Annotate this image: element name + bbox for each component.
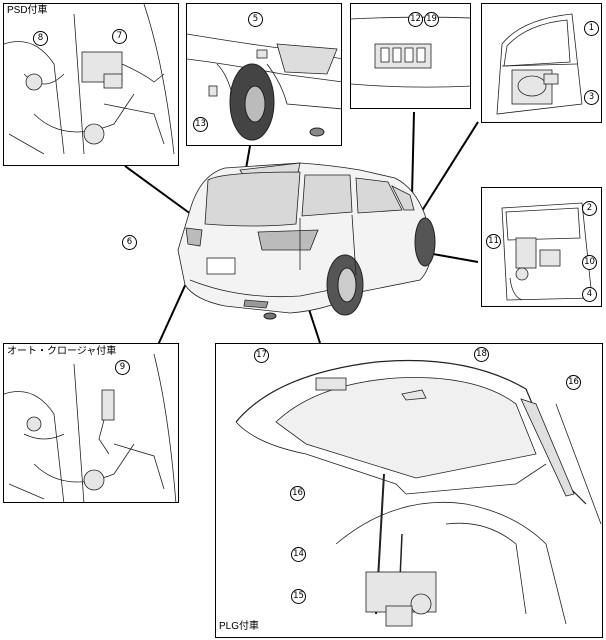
callout-14: 14 bbox=[291, 547, 306, 562]
callout-16-left: 16 bbox=[290, 486, 305, 501]
callout-12: 12 bbox=[408, 12, 423, 27]
panel-rear-switch bbox=[350, 3, 471, 109]
callout-2: 2 bbox=[582, 201, 597, 216]
callout-16-right: 16 bbox=[566, 375, 581, 390]
caption-plg: PLG付車 bbox=[218, 621, 261, 632]
panel-auto-closer bbox=[3, 343, 179, 503]
callout-8: 8 bbox=[33, 31, 48, 46]
callout-7: 7 bbox=[112, 29, 127, 44]
caption-psd: PSD付車 bbox=[6, 5, 49, 16]
callout-5: 5 bbox=[248, 12, 263, 27]
callout-15: 15 bbox=[291, 589, 306, 604]
callout-9: 9 bbox=[115, 360, 130, 375]
caption-auto-closer: オート・クロージャ付車 bbox=[6, 346, 118, 357]
callout-18: 18 bbox=[474, 347, 489, 362]
callout-6: 6 bbox=[122, 235, 137, 250]
auto-closer-drawing bbox=[4, 353, 177, 502]
callout-13: 13 bbox=[193, 117, 208, 132]
rear-quarter-drawing bbox=[187, 33, 341, 141]
rear-switch-drawing bbox=[351, 16, 470, 88]
callout-11: 11 bbox=[486, 234, 501, 249]
panel-plg bbox=[215, 343, 603, 638]
callout-3: 3 bbox=[584, 90, 599, 105]
plg-detail-drawing bbox=[235, 359, 602, 627]
callout-10: 10 bbox=[582, 255, 597, 270]
front-door-drawing bbox=[496, 13, 583, 115]
panel-psd bbox=[3, 3, 179, 166]
panel-rear-door bbox=[481, 187, 602, 307]
callout-19: 19 bbox=[424, 12, 439, 27]
callout-4: 4 bbox=[582, 287, 597, 302]
panel-front-door bbox=[481, 3, 602, 123]
callout-1: 1 bbox=[584, 21, 599, 36]
panel-rear-quarter bbox=[186, 3, 342, 146]
psd-detail-drawing bbox=[4, 4, 175, 155]
callout-17: 17 bbox=[254, 348, 269, 363]
